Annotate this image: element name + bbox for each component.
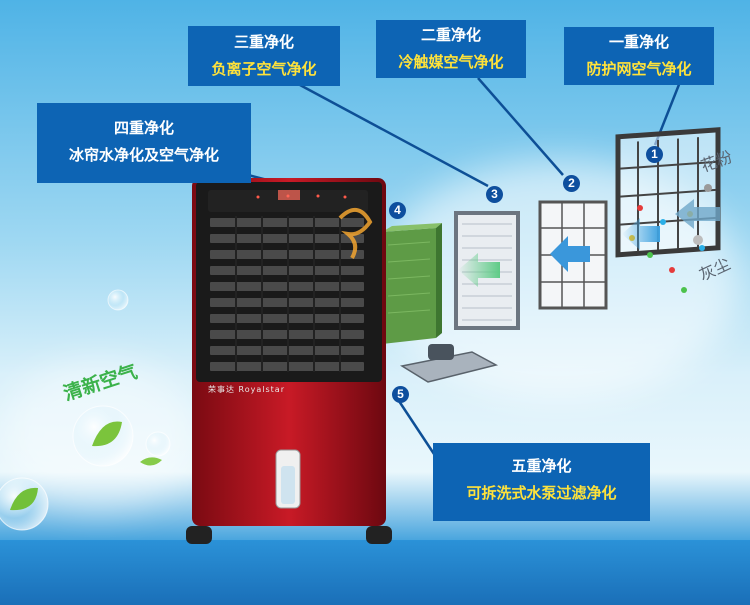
leaf-icon [10,421,162,511]
arrow-icon [458,199,720,287]
label-stage-5-title: 五重净化 [511,457,572,475]
label-stage-3-desc: 负离子空气净化 [211,60,317,78]
label-stage-1-desc: 防护网空气净化 [586,60,692,78]
label-stage-4-title: 四重净化 [113,119,174,137]
marker-3: 3 [486,186,503,203]
filter-ice-curtain [382,223,442,344]
marker-5: 5 [392,386,409,403]
label-stage-3: 三重净化 负离子空气净化 [188,26,340,86]
marker-1: 1 [646,146,663,163]
marker-2: 2 [563,175,580,192]
label-stage-5-desc: 可拆洗式水泵过滤净化 [466,484,617,502]
floor-band [0,540,750,605]
label-stage-2-title: 二重净化 [420,26,481,44]
label-stage-2: 二重净化 冷触媒空气净化 [376,20,526,78]
label-stage-3-title: 三重净化 [233,33,294,51]
air-cooler [186,178,392,544]
brand-label: 荣事达 Royalstar [208,385,285,394]
label-stage-1: 一重净化 防护网空气净化 [564,27,714,85]
water-pump-tray [399,344,499,383]
label-stage-4: 四重净化 冰帘水净化及空气净化 [37,103,251,183]
label-stage-5: 五重净化 可拆洗式水泵过滤净化 [433,443,650,521]
label-stage-4-desc: 冰帘水净化及空气净化 [68,146,219,164]
marker-4: 4 [389,202,406,219]
label-stage-1-title: 一重净化 [608,33,669,51]
label-stage-2-desc: 冷触媒空气净化 [398,53,504,71]
